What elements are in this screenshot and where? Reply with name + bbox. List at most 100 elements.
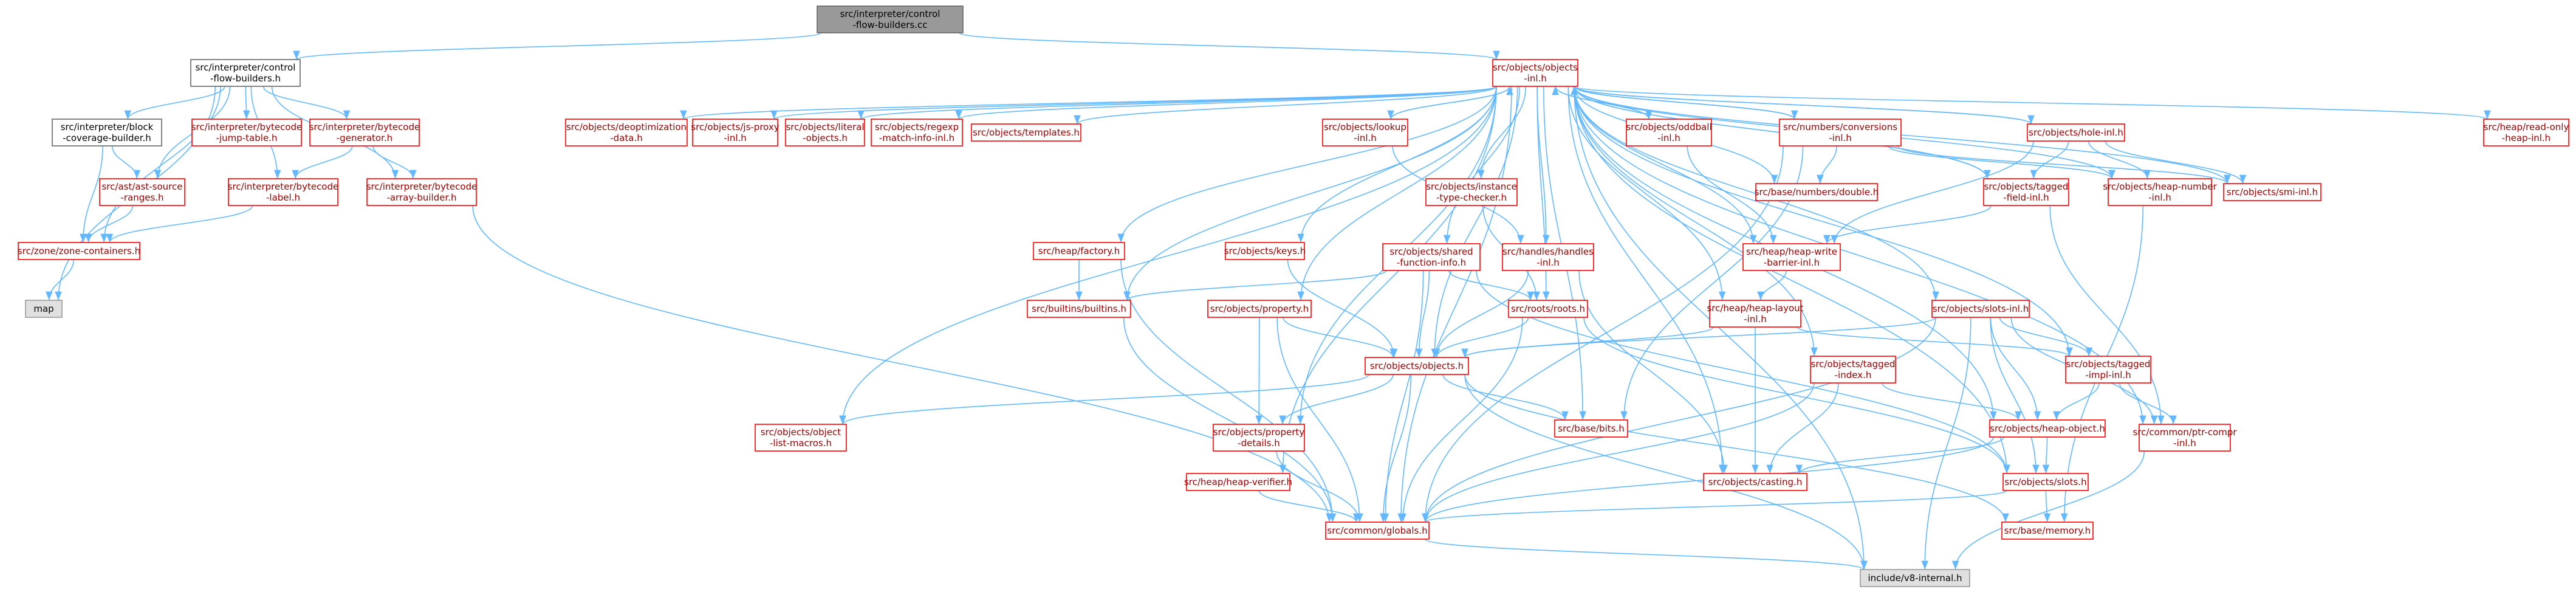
edge-roots-to-slots <box>1583 317 2010 474</box>
edge-taggedimpl-to-heapobject <box>2053 382 2100 421</box>
node-label-slotsinl-0: src/objects/slots-inl.h <box>1933 303 2029 314</box>
node-verifier[interactable]: src/heap/heap-verifier.h <box>1184 473 1292 491</box>
edge-property-to-globals <box>1276 317 1363 523</box>
node-label-macros-1: -list-macros.h <box>770 438 832 449</box>
node-taggedfield[interactable]: src/objects/tagged-field-inl.h <box>1983 178 2069 206</box>
node-builtins[interactable]: src/builtins/builtins.h <box>1027 300 1131 318</box>
node-ast_src[interactable]: src/ast/ast-source-ranges.h <box>99 178 185 206</box>
edge-slots-to-memory <box>2043 490 2051 523</box>
node-taggedindex[interactable]: src/objects/tagged-index.h <box>1810 356 1896 384</box>
node-roots[interactable]: src/roots/roots.h <box>1508 300 1588 318</box>
node-objects_inl[interactable]: src/objects/objects-inl.h <box>1492 59 1578 87</box>
node-label-root-1: -flow-builders.cc <box>852 19 927 30</box>
node-bits[interactable]: src/base/bits.h <box>1554 419 1628 438</box>
node-slots[interactable]: src/objects/slots.h <box>2002 473 2089 491</box>
node-handles[interactable]: src/handles/handles-inl.h <box>1502 243 1594 271</box>
node-heaplayout[interactable]: src/heap/heap-layout-inl.h <box>1707 300 1804 328</box>
node-keys[interactable]: src/objects/keys.h <box>1224 242 1306 260</box>
node-box-memory <box>2001 522 2094 540</box>
node-jump_table[interactable]: src/interpreter/bytecode-jump-table.h <box>191 119 303 146</box>
edge-bc_label-to-zone <box>106 205 253 243</box>
edge-cfb_h-to-jump_table <box>242 86 250 120</box>
node-slotsinl[interactable]: src/objects/slots-inl.h <box>1931 300 2030 318</box>
node-globals[interactable]: src/common/globals.h <box>1325 522 1430 540</box>
edge-objects_h-to-globals <box>1379 374 1412 523</box>
node-zone[interactable]: src/zone/zone-containers.h <box>18 242 140 260</box>
node-memory[interactable]: src/base/memory.h <box>2001 522 2094 540</box>
node-bc_gen[interactable]: src/interpreter/bytecode-generator.h <box>309 119 420 146</box>
node-label-jump_table-1: -jump-table.h <box>216 133 278 143</box>
node-heapnumber[interactable]: src/objects/heap-number-inl.h <box>2103 178 2218 206</box>
edge-block_cov-to-zone <box>80 145 103 243</box>
edge-taggedindex-to-casting <box>1766 382 1839 474</box>
node-lookup[interactable]: src/objects/lookup-inl.h <box>1322 119 1408 146</box>
edge-root-to-cfb_h <box>293 32 821 60</box>
node-deopt[interactable]: src/objects/deoptimization-data.h <box>565 119 688 146</box>
node-objects_h[interactable]: src/objects/objects.h <box>1365 357 1469 375</box>
node-label-memory-0: src/base/memory.h <box>2004 525 2091 536</box>
node-sfi[interactable]: src/objects/shared-function-info.h <box>1382 243 1481 271</box>
node-smi[interactable]: src/objects/smi-inl.h <box>2223 183 2321 201</box>
node-v8internal[interactable]: include/v8-internal.h <box>1860 569 1970 587</box>
node-box-instance <box>1425 178 1518 206</box>
node-label-heapnumber-0: src/objects/heap-number <box>2103 181 2217 192</box>
node-readonly[interactable]: src/heap/read-only-heap-inl.h <box>2483 119 2569 146</box>
node-templates[interactable]: src/objects/templates.h <box>971 123 1081 142</box>
node-property[interactable]: src/objects/property.h <box>1207 300 1312 318</box>
node-box-oddball <box>1626 119 1712 146</box>
node-bc_label[interactable]: src/interpreter/bytecode-label.h <box>228 178 339 206</box>
edge-objects_inl-to-factory <box>1117 86 1497 243</box>
node-heapobject[interactable]: src/objects/heap-object.h <box>1989 419 2106 438</box>
node-box-sfi <box>1382 243 1481 271</box>
edge-oddball-to-objects_inl <box>1552 86 1649 120</box>
node-label-factory-0: src/heap/factory.h <box>1038 246 1120 257</box>
node-label-ptrcompr-0: src/common/ptr-compr <box>2132 427 2237 438</box>
node-numconv[interactable]: src/numbers/conversions-inl.h <box>1779 119 1902 146</box>
node-label-literal-1: -objects.h <box>803 133 848 143</box>
node-label-jump_table-0: src/interpreter/bytecode <box>191 122 303 133</box>
edge-roots-to-objects_h <box>1433 317 1529 358</box>
node-propdetails[interactable]: src/objects/property-details.h <box>1213 424 1305 452</box>
node-casting[interactable]: src/objects/casting.h <box>1703 473 1807 491</box>
node-regexp[interactable]: src/objects/regexp-match-info-inl.h <box>871 119 963 146</box>
node-oddball[interactable]: src/objects/oddball-inl.h <box>1626 119 1712 146</box>
node-map[interactable]: map <box>25 300 63 318</box>
node-label-globals-0: src/common/globals.h <box>1327 525 1427 536</box>
node-macros[interactable]: src/objects/object-list-macros.h <box>755 424 847 452</box>
node-holeinl[interactable]: src/objects/hole-inl.h <box>2027 123 2125 142</box>
node-root: src/interpreter/control-flow-builders.cc <box>817 5 964 33</box>
node-cfb_h[interactable]: src/interpreter/control-flow-builders.h <box>190 59 301 87</box>
edge-bc_gen-to-bc_array <box>372 145 417 179</box>
node-box-block_cov <box>52 119 162 146</box>
node-label-lookup-0: src/objects/lookup <box>1324 122 1406 133</box>
edge-objects_h-to-v8internal <box>1464 374 1868 570</box>
node-label-cfb_h-1: -flow-builders.h <box>210 73 281 84</box>
node-label-slots-0: src/objects/slots.h <box>2004 477 2086 487</box>
node-label-instance-0: src/objects/instance <box>1426 181 1517 192</box>
edge-bc_array-to-globals <box>472 205 1333 523</box>
edge-builtins-to-globals <box>1123 317 1337 523</box>
node-label-heaplayout-1: -inl.h <box>1744 314 1767 325</box>
node-box-taggedindex <box>1810 356 1896 384</box>
edge-objects_inl-to-templates <box>1074 86 1497 125</box>
node-jsproxy[interactable]: src/objects/js-proxy-inl.h <box>691 119 779 146</box>
edge-sfi-to-roots <box>1448 270 1534 301</box>
node-label-propdetails-1: -details.h <box>1238 438 1280 449</box>
node-literal[interactable]: src/objects/literal-objects.h <box>785 119 865 146</box>
node-writebarrier[interactable]: src/heap/heap-write-barrier-inl.h <box>1742 243 1841 271</box>
node-taggedimpl[interactable]: src/objects/tagged-impl-inl.h <box>2065 356 2151 384</box>
node-instance[interactable]: src/objects/instance-type-checker.h <box>1425 178 1518 206</box>
node-box-roots <box>1508 300 1588 318</box>
node-ptrcompr[interactable]: src/common/ptr-compr-inl.h <box>2132 424 2237 452</box>
node-block_cov[interactable]: src/interpreter/block-coverage-builder.h <box>52 119 162 146</box>
node-bc_array[interactable]: src/interpreter/bytecode-array-builder.h <box>366 178 478 206</box>
edge-sfi-to-builtins <box>1123 270 1387 301</box>
node-box-heaplayout <box>1709 300 1801 328</box>
node-double[interactable]: src/base/numbers/double.h <box>1755 183 1879 201</box>
node-label-roots-0: src/roots/roots.h <box>1511 303 1585 314</box>
edge-objects_inl-to-literal <box>857 86 1497 120</box>
node-label-bc_gen-0: src/interpreter/bytecode <box>309 122 420 133</box>
edge-heapobject-to-casting <box>1795 436 2004 474</box>
edge-objects_inl-to-property <box>1297 86 1497 301</box>
node-factory[interactable]: src/heap/factory.h <box>1033 242 1125 260</box>
